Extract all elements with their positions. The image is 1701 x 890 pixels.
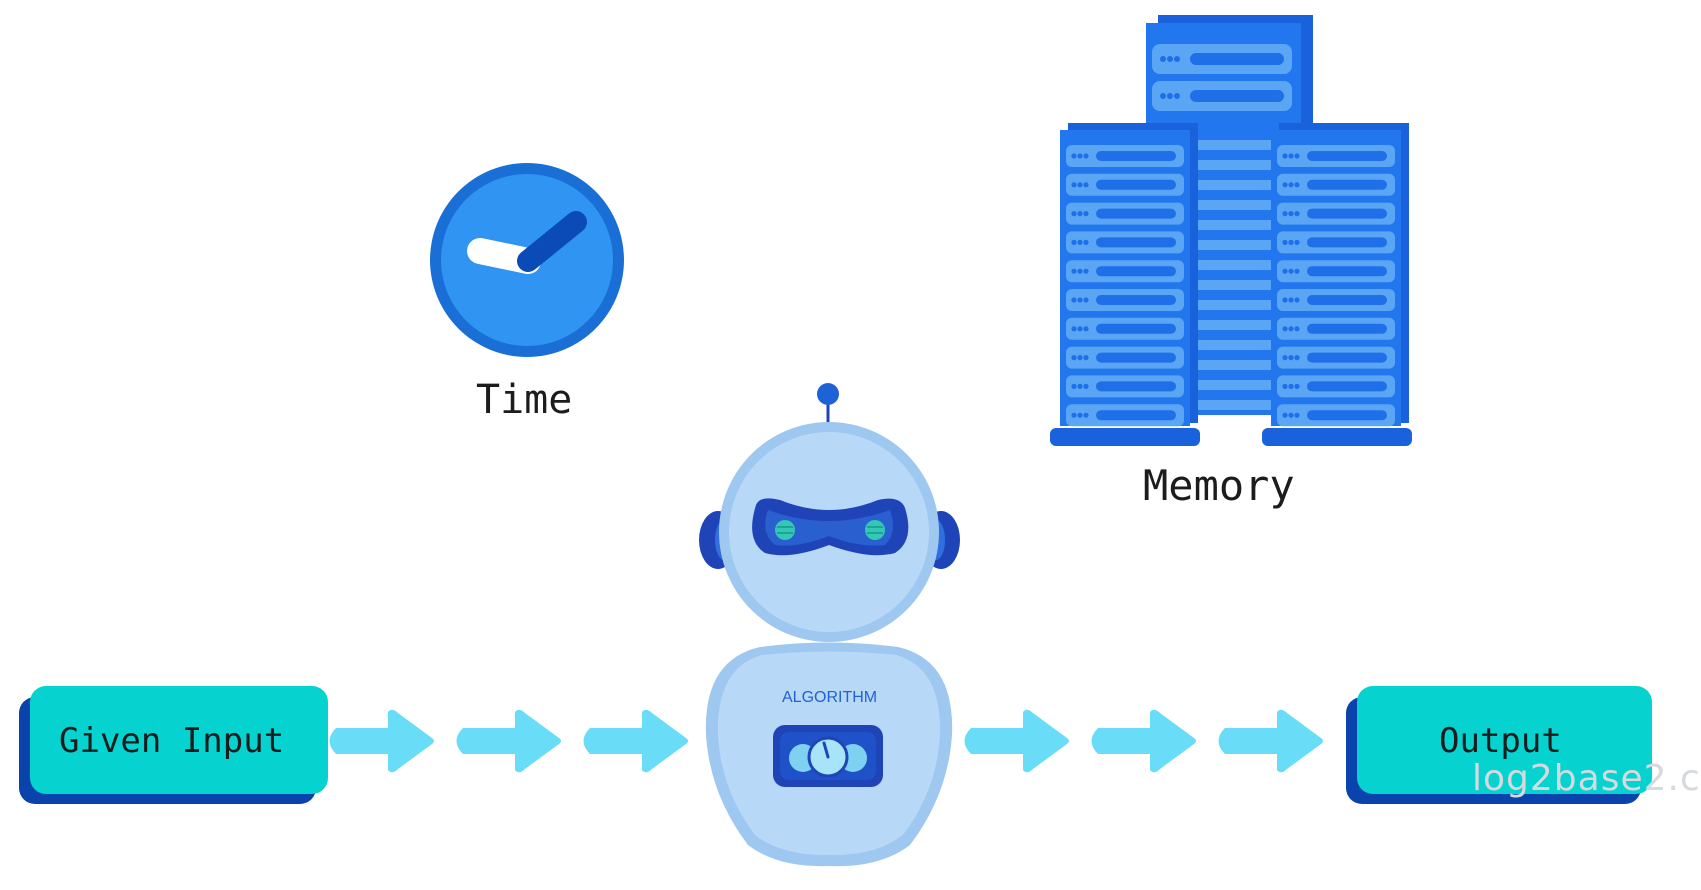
input-box <box>19 686 328 804</box>
arrow-right-icon <box>329 709 434 773</box>
arrow-right-icon <box>1218 709 1323 773</box>
memory-label: Memory <box>1143 461 1295 510</box>
arrow-right-icon <box>964 709 1069 773</box>
robot-icon <box>699 383 960 867</box>
algorithm-label: ALGORITHM <box>782 689 878 706</box>
arrow-right-icon <box>456 709 561 773</box>
time-label: Time <box>476 377 573 423</box>
arrow-right-icon <box>583 709 688 773</box>
watermark: log2base2.c <box>1472 758 1701 799</box>
input-label: Given Input <box>59 721 285 761</box>
clock-icon <box>430 163 624 357</box>
arrow-group <box>329 709 1323 773</box>
arrow-right-icon <box>1091 709 1196 773</box>
output-box <box>1346 686 1652 804</box>
server-rack-icon <box>1050 15 1412 446</box>
output-label: Output <box>1439 721 1562 761</box>
